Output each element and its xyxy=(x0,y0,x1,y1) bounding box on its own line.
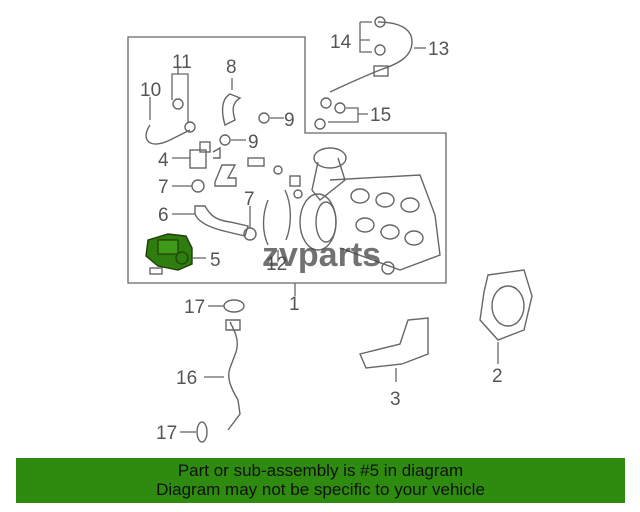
callout-6: 6 xyxy=(158,205,169,226)
assembly-outline xyxy=(127,36,447,284)
hose-6 xyxy=(194,205,249,237)
callout-9a: 9 xyxy=(284,110,295,131)
oil-return-pipe-16 xyxy=(227,321,241,431)
gasket-17a xyxy=(223,299,245,313)
callout-12: 12 xyxy=(266,254,287,275)
callout-1: 1 xyxy=(289,294,300,315)
hose-12 xyxy=(262,189,292,246)
valve-4 xyxy=(189,141,221,169)
clamp-9a xyxy=(258,112,270,124)
turbocharger xyxy=(299,147,441,275)
oil-feed-pipe xyxy=(320,16,413,109)
callout-7a: 7 xyxy=(158,177,169,198)
callout-16: 16 xyxy=(176,368,197,389)
fittings xyxy=(247,157,303,199)
callout-9b: 9 xyxy=(248,132,259,153)
bracket-3 xyxy=(359,317,429,369)
callout-15: 15 xyxy=(370,105,391,126)
banner-line-1: Part or sub-assembly is #5 in diagram xyxy=(177,461,464,480)
callout-13: 13 xyxy=(428,39,449,60)
callout-3: 3 xyxy=(390,389,401,410)
callout-2: 2 xyxy=(492,366,503,387)
gasket-2 xyxy=(479,269,533,341)
gasket-17b xyxy=(196,421,208,443)
hose-11 xyxy=(145,98,196,145)
bracket xyxy=(214,164,237,187)
callout-4: 4 xyxy=(158,150,169,171)
notice-banner: Part or sub-assembly is #5 in diagram Di… xyxy=(16,458,625,503)
watermark-logo: zvparts xyxy=(262,236,381,274)
part-5-highlighted xyxy=(145,233,193,271)
callout-17b: 17 xyxy=(156,423,177,444)
callout-8: 8 xyxy=(226,57,237,78)
callout-7b: 7 xyxy=(244,189,255,210)
callout-5: 5 xyxy=(210,250,221,271)
washers xyxy=(314,102,346,130)
callout-17a: 17 xyxy=(184,297,205,318)
callout-11: 11 xyxy=(172,52,192,73)
callout-14: 14 xyxy=(330,32,352,53)
parts-diagram: 14 13 11 8 10 9 9 15 4 7 7 6 5 12 1 17 1… xyxy=(127,16,533,444)
callout-10: 10 xyxy=(140,80,161,101)
clamp-9b xyxy=(219,134,231,146)
banner-line-2: Diagram may not be specific to your vehi… xyxy=(156,480,485,499)
hose-8 xyxy=(221,93,242,126)
